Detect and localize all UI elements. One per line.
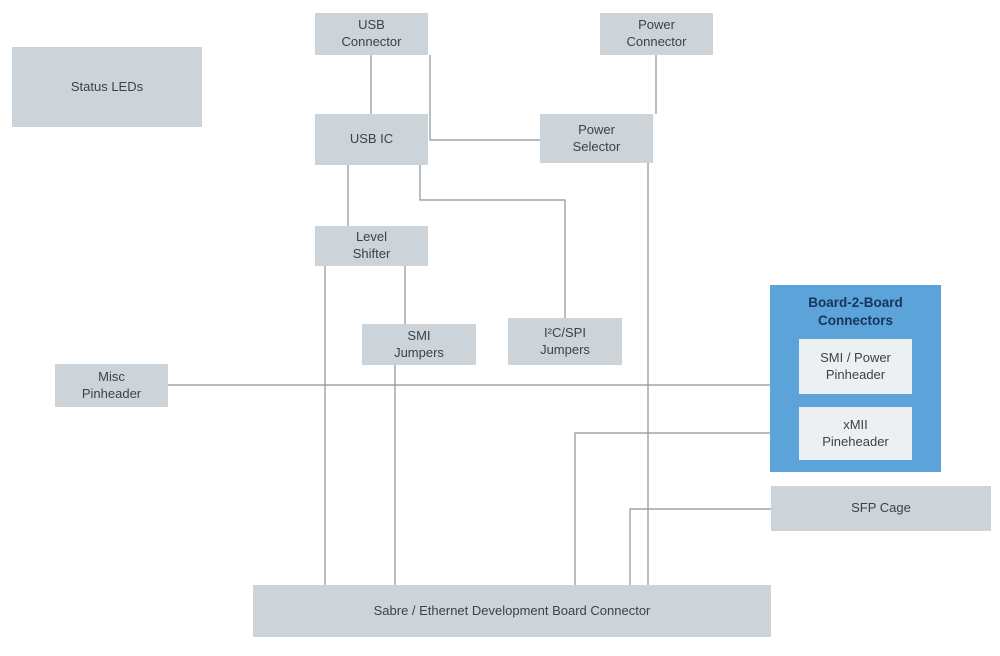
node-power-connector: Power Connector (600, 13, 713, 55)
node-power-selector: Power Selector (540, 114, 653, 163)
node-smi-power-pinheader: SMI / Power Pinheader (799, 339, 912, 394)
node-xmii-pinheader: xMII Pineheader (799, 407, 912, 460)
edge-sfpcage-sabre (629, 508, 771, 585)
node-smi-jumpers: SMI Jumpers (362, 324, 476, 365)
node-level-shifter: Level Shifter (315, 226, 428, 266)
node-status-leds: Status LEDs (12, 47, 202, 127)
edge-xmiipinheader-sabre (574, 432, 770, 585)
edge-usbconnector-powerselector (429, 55, 540, 141)
node-sfp-cage: SFP Cage (771, 486, 991, 531)
node-i2c-spi-jumpers: I²C/SPI Jumpers (508, 318, 622, 365)
board-2-board-title: Board-2-Board Connectors (808, 295, 903, 329)
node-board-2-board-connectors: Board-2-Board Connectors SMI / Power Pin… (770, 285, 941, 472)
node-usb-ic: USB IC (315, 114, 428, 165)
node-sabre-ethernet-board-connector: Sabre / Ethernet Development Board Conne… (253, 585, 771, 637)
node-usb-connector: USB Connector (315, 13, 428, 55)
edge-usbic-i2cspijumpers (419, 165, 566, 318)
node-misc-pinheader: Misc Pinheader (55, 364, 168, 407)
